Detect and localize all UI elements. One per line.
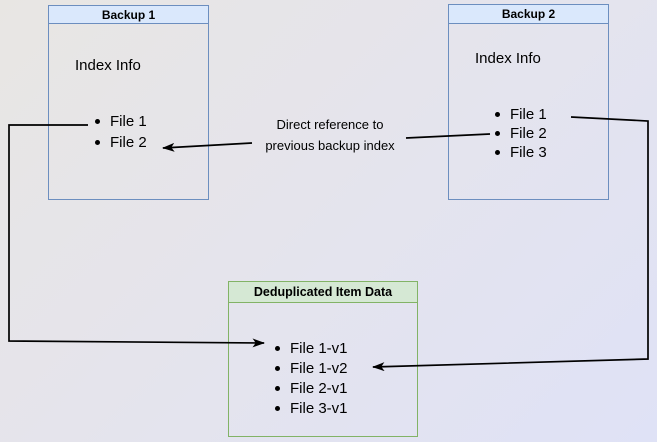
bullet-icon	[95, 140, 100, 145]
backup2-file-list: File 1 File 2 File 3	[495, 105, 547, 162]
list-item-label: File 1-v1	[290, 339, 348, 357]
backup1-title: Backup 1	[49, 6, 208, 24]
list-item-label: File 1-v2	[290, 359, 348, 377]
bullet-icon	[495, 112, 500, 117]
bullet-icon	[495, 131, 500, 136]
backup2-box: Backup 2 Index Info File 1 File 2 File 3	[448, 4, 609, 200]
direct-reference-line2: previous backup index	[265, 138, 395, 153]
list-item: File 3	[495, 143, 547, 162]
list-item: File 1	[95, 111, 147, 132]
dedup-file-list: File 1-v1 File 1-v2 File 2-v1 File 3-v1	[275, 338, 348, 418]
backup2-title: Backup 2	[449, 5, 608, 24]
list-item: File 2	[95, 132, 147, 153]
list-item: File 2-v1	[275, 378, 348, 398]
backup1-file-list: File 1 File 2	[95, 111, 147, 153]
list-item-label: File 2	[510, 125, 547, 142]
list-item-label: File 3	[510, 144, 547, 161]
dedup-title: Deduplicated Item Data	[229, 282, 417, 303]
list-item-label: File 2-v1	[290, 379, 348, 397]
backup2-index-info-label: Index Info	[475, 50, 541, 67]
list-item: File 1	[495, 105, 547, 124]
backup1-box: Backup 1 Index Info File 1 File 2	[48, 5, 209, 200]
bullet-icon	[95, 119, 100, 124]
list-item: File 1-v1	[275, 338, 348, 358]
dedup-box: Deduplicated Item Data File 1-v1 File 1-…	[228, 281, 418, 437]
direct-reference-line1: Direct reference to	[276, 117, 384, 132]
list-item-label: File 1	[110, 113, 147, 130]
list-item-label: File 1	[510, 106, 547, 123]
list-item: File 2	[495, 124, 547, 143]
bullet-icon	[275, 385, 280, 391]
list-item-label: File 3-v1	[290, 399, 348, 417]
direct-reference-label: Direct reference to previous backup inde…	[244, 114, 416, 156]
bullet-icon	[275, 405, 280, 411]
bullet-icon	[495, 150, 500, 155]
list-item-label: File 2	[110, 134, 147, 151]
backup1-index-info-label: Index Info	[75, 57, 141, 74]
bullet-icon	[275, 345, 280, 351]
bullet-icon	[275, 365, 280, 371]
list-item: File 1-v2	[275, 358, 348, 378]
list-item: File 3-v1	[275, 398, 348, 418]
